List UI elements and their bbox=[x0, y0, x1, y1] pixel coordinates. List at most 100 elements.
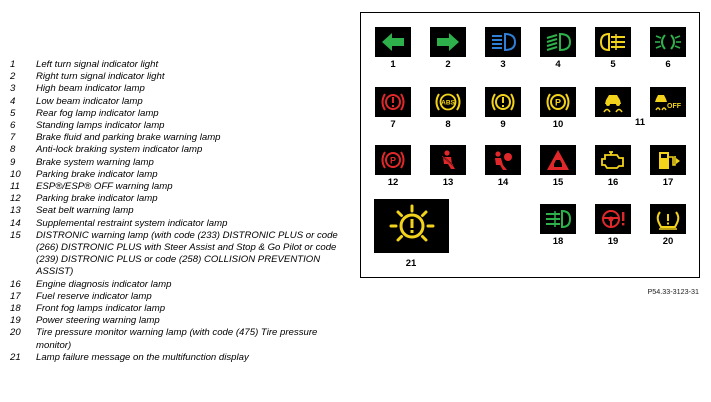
legend-number: 3 bbox=[10, 83, 16, 95]
right-arrow-icon bbox=[437, 33, 459, 51]
legend-text: Rear fog lamp indicator lamp bbox=[36, 107, 159, 119]
lamp-19 bbox=[595, 204, 631, 234]
legend-number: 17 bbox=[10, 290, 21, 302]
fuel-pump-icon bbox=[659, 152, 680, 169]
legend-text: Supplemental restraint system indicator … bbox=[36, 217, 228, 229]
lamp-14 bbox=[485, 145, 521, 175]
lamp-17 bbox=[650, 145, 686, 175]
lamp-4 bbox=[540, 27, 576, 57]
rear-fog-icon bbox=[599, 32, 625, 52]
legend-number: 13 bbox=[10, 205, 21, 217]
lamp-number: 2 bbox=[445, 59, 451, 70]
distronic-triangle-icon bbox=[547, 150, 569, 170]
legend-text: Brake system warning lamp bbox=[36, 156, 154, 168]
standing-lamps-icon bbox=[655, 34, 681, 50]
legend-text: Parking brake indicator lamp bbox=[36, 193, 158, 205]
lamp-7 bbox=[375, 87, 411, 117]
legend-text: Standing lamps indicator lamp bbox=[36, 120, 165, 132]
lamp-number: 19 bbox=[607, 236, 619, 247]
lamp-12: P bbox=[375, 145, 411, 175]
legend-text: ESP®/ESP® OFF warning lamp bbox=[36, 181, 173, 193]
lamp-2 bbox=[430, 27, 466, 57]
legend-item: 7 Brake fluid and parking brake warning l… bbox=[10, 132, 350, 144]
lamp-1 bbox=[375, 27, 411, 57]
legend-number: 18 bbox=[10, 303, 21, 315]
lamp-number: 5 bbox=[610, 59, 616, 70]
legend-text: Tire pressure monitor warning lamp (with… bbox=[36, 327, 318, 351]
lamp-11b: OFF bbox=[650, 87, 686, 117]
legend-text: High beam indicator lamp bbox=[36, 83, 145, 95]
front-fog-icon bbox=[546, 209, 572, 229]
lamp-number: 6 bbox=[665, 59, 671, 70]
lamp-9 bbox=[485, 87, 521, 117]
legend-number: 15 bbox=[10, 229, 21, 241]
legend-text: Parking brake indicator lamp bbox=[36, 168, 158, 180]
legend-number: 7 bbox=[10, 132, 16, 144]
lamp-number: 20 bbox=[662, 236, 674, 247]
legend-text: Engine diagnosis indicator lamp bbox=[36, 278, 172, 290]
lamp-10: P bbox=[540, 87, 576, 117]
legend-item: 4 Low beam indicator lamp bbox=[10, 96, 350, 108]
lamp-number: 13 bbox=[442, 177, 454, 188]
legend-number: 16 bbox=[10, 278, 21, 290]
left-arrow-icon bbox=[382, 33, 404, 51]
high-beam-icon bbox=[492, 32, 517, 52]
legend-number: 4 bbox=[10, 95, 16, 107]
parking-brake-icon: P bbox=[546, 93, 570, 111]
lamp-6 bbox=[650, 27, 686, 57]
indicator-panel: 1 2 3 4 5 6 bbox=[360, 12, 700, 278]
brake-warning-icon bbox=[381, 93, 405, 111]
lamp-number: 10 bbox=[552, 119, 564, 130]
legend-number: 9 bbox=[10, 156, 16, 168]
lamp-number: 8 bbox=[445, 119, 451, 130]
lamp-number: 9 bbox=[500, 119, 506, 130]
legend-text: Power steering warning lamp bbox=[36, 315, 160, 327]
legend-text: Front fog lamps indicator lamp bbox=[36, 303, 166, 315]
p-label: P bbox=[555, 98, 561, 108]
legend-text: Brake fluid and parking brake warning la… bbox=[36, 132, 221, 144]
legend-number: 12 bbox=[10, 193, 21, 205]
legend-text: DISTRONIC warning lamp (with code (233) … bbox=[36, 229, 338, 278]
lamp-15 bbox=[540, 145, 576, 175]
lamp-number: 3 bbox=[500, 59, 506, 70]
legend-text: Low beam indicator lamp bbox=[36, 95, 143, 107]
legend-text: Fuel reserve indicator lamp bbox=[36, 290, 152, 302]
lamp-18 bbox=[540, 204, 576, 234]
airbag-icon bbox=[495, 151, 512, 170]
lamp-number: 15 bbox=[552, 177, 564, 188]
legend-item: 15 DISTRONIC warning lamp (with code (233… bbox=[10, 230, 350, 279]
legend-number: 6 bbox=[10, 120, 16, 132]
off-label: OFF bbox=[667, 103, 682, 110]
seat-belt-icon bbox=[441, 150, 455, 169]
legend-item: 13 Seat belt warning lamp bbox=[10, 205, 350, 217]
brake-system-icon bbox=[491, 93, 515, 111]
legend-text: Left turn signal indicator light bbox=[36, 59, 159, 70]
lamp-8: ABS bbox=[430, 87, 466, 117]
legend-number: 20 bbox=[10, 327, 21, 339]
legend-item: 17 Fuel reserve indicator lamp bbox=[10, 291, 350, 303]
abs-label: ABS bbox=[441, 100, 455, 107]
legend-item: 9 Brake system warning lamp bbox=[10, 157, 350, 169]
parking-brake-icon: P bbox=[381, 151, 405, 169]
legend-text: Seat belt warning lamp bbox=[36, 205, 134, 217]
lamp-number: 16 bbox=[607, 177, 619, 188]
legend-text: Anti-lock braking system indicator lamp bbox=[36, 144, 203, 156]
lamp-number: 4 bbox=[555, 59, 561, 70]
lamp-13 bbox=[430, 145, 466, 175]
engine-icon bbox=[601, 151, 624, 169]
esp-off-icon: OFF bbox=[655, 95, 682, 111]
legend-text: Right turn signal indicator light bbox=[36, 71, 165, 83]
lamp-number: 21 bbox=[405, 258, 417, 269]
legend-number: 21 bbox=[10, 351, 21, 363]
lamp-number: 12 bbox=[387, 177, 399, 188]
